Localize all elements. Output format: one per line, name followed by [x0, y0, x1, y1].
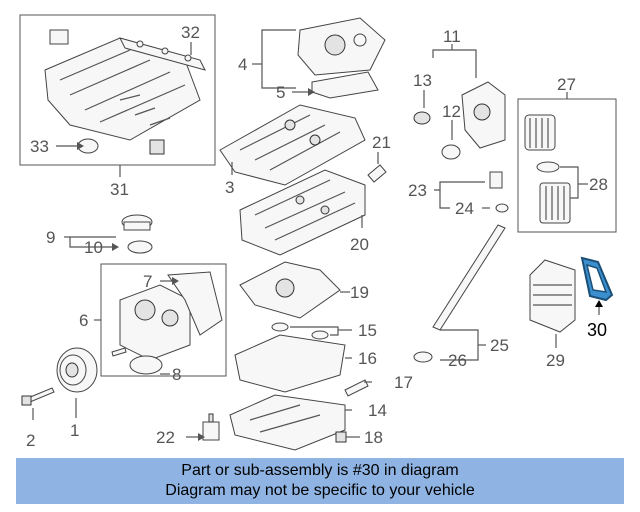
callout-19: 19 [350, 283, 369, 302]
callout-16: 16 [358, 349, 377, 368]
callout-11: 11 [443, 27, 461, 46]
oil-filler-cap[interactable] [121, 214, 153, 231]
callout-8: 8 [172, 365, 181, 384]
callout-3: 3 [225, 178, 234, 197]
callout-20: 20 [350, 235, 369, 254]
oil-filter-element[interactable] [539, 182, 571, 224]
callout-33: 33 [30, 137, 49, 156]
sensor-part-21[interactable] [367, 164, 387, 183]
caption-banner: Part or sub-assembly is #30 in diagram D… [16, 458, 624, 504]
callout-22: 22 [156, 428, 175, 447]
o-ring-15a[interactable] [271, 322, 289, 332]
callout-1: 1 [70, 421, 79, 440]
dipstick-tube[interactable] [432, 224, 506, 331]
camshaft-housing-cover[interactable] [297, 17, 386, 76]
pulley-bolt[interactable] [21, 387, 55, 406]
callout-4: 4 [238, 55, 247, 74]
cover-seal-12[interactable] [441, 144, 461, 160]
callout-2: 2 [26, 431, 35, 450]
callout-15: 15 [358, 321, 377, 340]
callout-28: 28 [589, 175, 608, 194]
oil-level-sensor-22[interactable] [202, 413, 220, 441]
oil-cooler-gasket-highlighted[interactable] [580, 256, 614, 302]
dipstick-seal[interactable] [413, 351, 433, 363]
callout-21: 21 [372, 133, 391, 152]
parts-diagram: 32 33 31 4 5 3 21 20 [19, 14, 617, 451]
oil-filter-housing-cap[interactable] [524, 114, 556, 151]
oil-pump-baffle[interactable] [239, 261, 341, 319]
callout-27: 27 [557, 75, 576, 94]
cover-gasket[interactable] [311, 71, 379, 99]
callout-13: 13 [413, 71, 432, 90]
callout-12: 12 [442, 102, 461, 121]
cylinder-head-cover[interactable] [219, 104, 366, 186]
callout-24: 24 [455, 199, 474, 218]
intake-gasket-strip[interactable] [119, 37, 206, 71]
cylinder-head[interactable] [239, 169, 366, 256]
oil-pan[interactable] [229, 394, 346, 451]
drain-plug-17[interactable] [344, 379, 369, 397]
cover-plug-13[interactable] [413, 111, 431, 125]
small-bolt[interactable] [111, 347, 127, 357]
caption-line-2: Diagram may not be specific to your vehi… [165, 482, 475, 499]
intake-manifold[interactable] [44, 29, 201, 155]
oil-cooler[interactable] [529, 259, 576, 333]
callout-29: 29 [546, 351, 565, 370]
callout-31: 31 [110, 180, 129, 199]
callout-5: 5 [276, 83, 285, 102]
timing-chain-cover[interactable] [461, 81, 506, 149]
callout-32: 32 [181, 23, 200, 42]
oil-drain-plug-18[interactable] [335, 431, 347, 443]
callout-23: 23 [408, 181, 427, 200]
crankshaft-pulley[interactable] [56, 347, 98, 393]
callout-9: 9 [46, 228, 55, 247]
sensor-washer[interactable] [495, 203, 509, 213]
callout-10: 10 [84, 238, 103, 257]
o-ring-15b[interactable] [311, 330, 329, 340]
oil-pan-gasket[interactable] [234, 334, 346, 393]
filler-cap-seal[interactable] [127, 240, 153, 254]
caption-line-1: Part or sub-assembly is #30 in diagram [181, 462, 459, 479]
intake-manifold-group-box [19, 14, 216, 166]
callout-6: 6 [79, 311, 88, 330]
timing-seal-ring[interactable] [129, 355, 163, 375]
callout-25: 25 [490, 336, 509, 355]
callout-7: 7 [143, 272, 152, 291]
timing-cover[interactable] [119, 284, 191, 361]
oil-filter-o-ring[interactable] [536, 161, 560, 173]
callout-30: 30 [587, 320, 607, 340]
oil-level-sensor[interactable] [489, 171, 503, 189]
callout-26: 26 [448, 351, 467, 370]
timing-cover-gasket[interactable] [167, 271, 223, 336]
callout-18: 18 [364, 428, 383, 447]
callout-14: 14 [368, 401, 387, 420]
callout-17: 17 [394, 373, 413, 392]
